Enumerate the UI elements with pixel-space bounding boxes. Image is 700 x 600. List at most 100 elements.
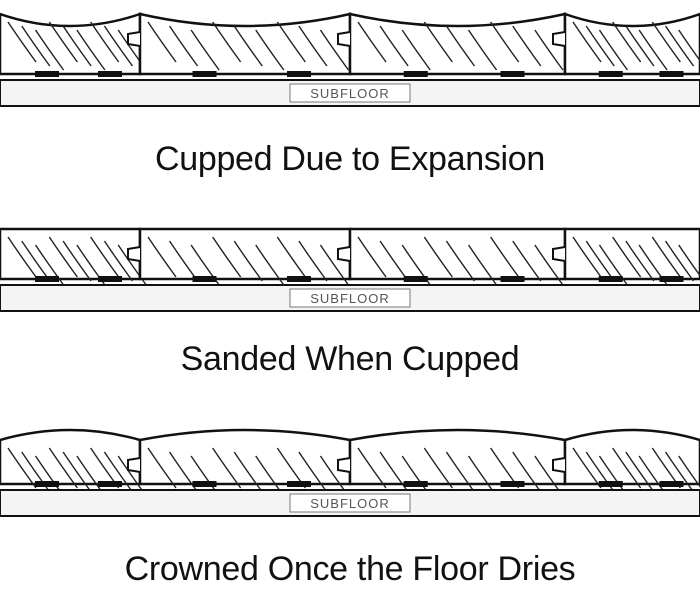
wood-grain-line	[357, 447, 387, 489]
tongue-groove-joint	[552, 246, 566, 262]
tongue-groove-joint	[127, 246, 141, 262]
wood-grain-line	[585, 25, 615, 67]
tongue-groove-joint	[337, 246, 351, 262]
subfloor: SUBFLOOR	[0, 284, 700, 312]
wood-grain-line	[612, 21, 642, 63]
spacer-block	[35, 481, 59, 487]
wood-grain-line	[379, 451, 409, 493]
wood-grain-line	[490, 236, 520, 278]
wood-grain-line	[598, 29, 629, 71]
wood-grain-line	[664, 25, 695, 67]
spacer-block	[500, 71, 525, 77]
spacer-block	[35, 276, 59, 282]
tongue-groove-joint	[337, 457, 351, 473]
floor-board	[138, 428, 352, 486]
wood-grain-line	[76, 29, 106, 71]
spacer-block	[287, 276, 311, 282]
tongue-groove-joint	[337, 31, 351, 47]
wood-grain-line	[625, 451, 655, 493]
spacer-block	[659, 71, 684, 77]
wood-grain-line	[572, 21, 602, 63]
spacer-block	[598, 71, 623, 77]
subfloor-label: SUBFLOOR	[310, 496, 390, 511]
wood-grain-line	[212, 21, 242, 63]
wood-grain-line	[423, 447, 453, 489]
floor-board	[138, 12, 352, 76]
spacer-block	[287, 71, 311, 77]
cupped-floor-illustration: SUBFLOOR	[0, 12, 700, 107]
spacer-block	[35, 71, 59, 77]
wood-grain-line	[379, 25, 409, 67]
spacer-block	[403, 71, 428, 77]
cupped-floor-diagram: SUBFLOOR	[0, 0, 700, 110]
wood-grain-line	[678, 455, 700, 488]
wood-grain-line	[103, 240, 134, 282]
wood-grain-line	[651, 236, 681, 278]
floor-board	[563, 12, 700, 76]
spacer-block	[192, 276, 217, 282]
wood-grain-line	[357, 21, 387, 63]
wood-grain-line	[147, 236, 177, 278]
wood-grain-line	[103, 25, 134, 67]
wood-grain-line	[612, 447, 642, 489]
wood-grain-line	[512, 25, 542, 67]
wood-grain-line	[625, 25, 655, 67]
wood-grain-line	[445, 240, 476, 282]
wood-grain-line	[467, 29, 498, 71]
spacer-block	[598, 276, 623, 282]
wood-grain-line	[233, 25, 263, 67]
wood-grain-line	[168, 451, 199, 493]
wood-grain-line	[21, 451, 51, 493]
wood-grain-line	[490, 21, 520, 63]
caption-crowned: Crowned Once the Floor Dries	[124, 550, 576, 588]
wood-grain-line	[612, 236, 642, 278]
wood-grain-line	[423, 21, 453, 63]
crowned-floor-diagram: SUBFLOOR	[0, 410, 700, 520]
wood-grain-line	[147, 21, 177, 63]
floor-board	[0, 227, 142, 281]
floor-board	[348, 12, 567, 76]
wood-grain-line	[298, 25, 328, 67]
caption-sanded: Sanded When Cupped	[180, 340, 520, 378]
wood-grain-line	[445, 451, 476, 493]
wood-grain-line	[298, 240, 328, 282]
wood-grain-line	[255, 29, 285, 71]
spacer-block	[192, 71, 217, 77]
wood-grain-line	[319, 29, 350, 71]
spacer-block	[598, 481, 623, 487]
wood-grain-line	[62, 240, 92, 282]
wood-grain-line	[48, 236, 78, 278]
sanded-floor-diagram: SUBFLOOR	[0, 205, 700, 315]
wood-grain-line	[585, 451, 615, 493]
wood-grain-line	[212, 447, 242, 489]
tongue-groove-joint	[127, 457, 141, 473]
wood-grain-line	[651, 21, 681, 63]
wood-grain-line	[117, 244, 147, 286]
spacer-block	[659, 276, 684, 282]
wood-grain-line	[190, 29, 220, 71]
wood-grain-line	[638, 29, 668, 71]
wood-grain-line	[445, 25, 476, 67]
tongue-groove-joint	[127, 31, 141, 47]
wood-grain-line	[598, 244, 629, 286]
wood-grain-line	[512, 451, 542, 493]
caption-cupped: Cupped Due to Expansion	[154, 140, 546, 178]
spacer-block	[403, 276, 428, 282]
wood-grain-line	[21, 25, 51, 67]
crowned-floor-illustration: SUBFLOOR	[0, 428, 700, 517]
wood-grain-line	[276, 236, 306, 278]
spacer-block	[500, 276, 525, 282]
spacer-block	[192, 481, 217, 487]
subfloor-label: SUBFLOOR	[310, 291, 390, 306]
wood-grain-line	[34, 29, 65, 71]
spacer-block	[98, 71, 122, 77]
wood-grain-line	[255, 244, 285, 286]
subfloor: SUBFLOOR	[0, 79, 700, 107]
wood-grain-line	[572, 447, 602, 489]
floor-board	[348, 428, 567, 486]
wood-grain-line	[103, 451, 134, 493]
wood-grain-line	[512, 240, 542, 282]
spacer-block	[403, 481, 428, 487]
wood-grain-line	[147, 447, 177, 489]
wood-grain-line	[276, 21, 306, 63]
